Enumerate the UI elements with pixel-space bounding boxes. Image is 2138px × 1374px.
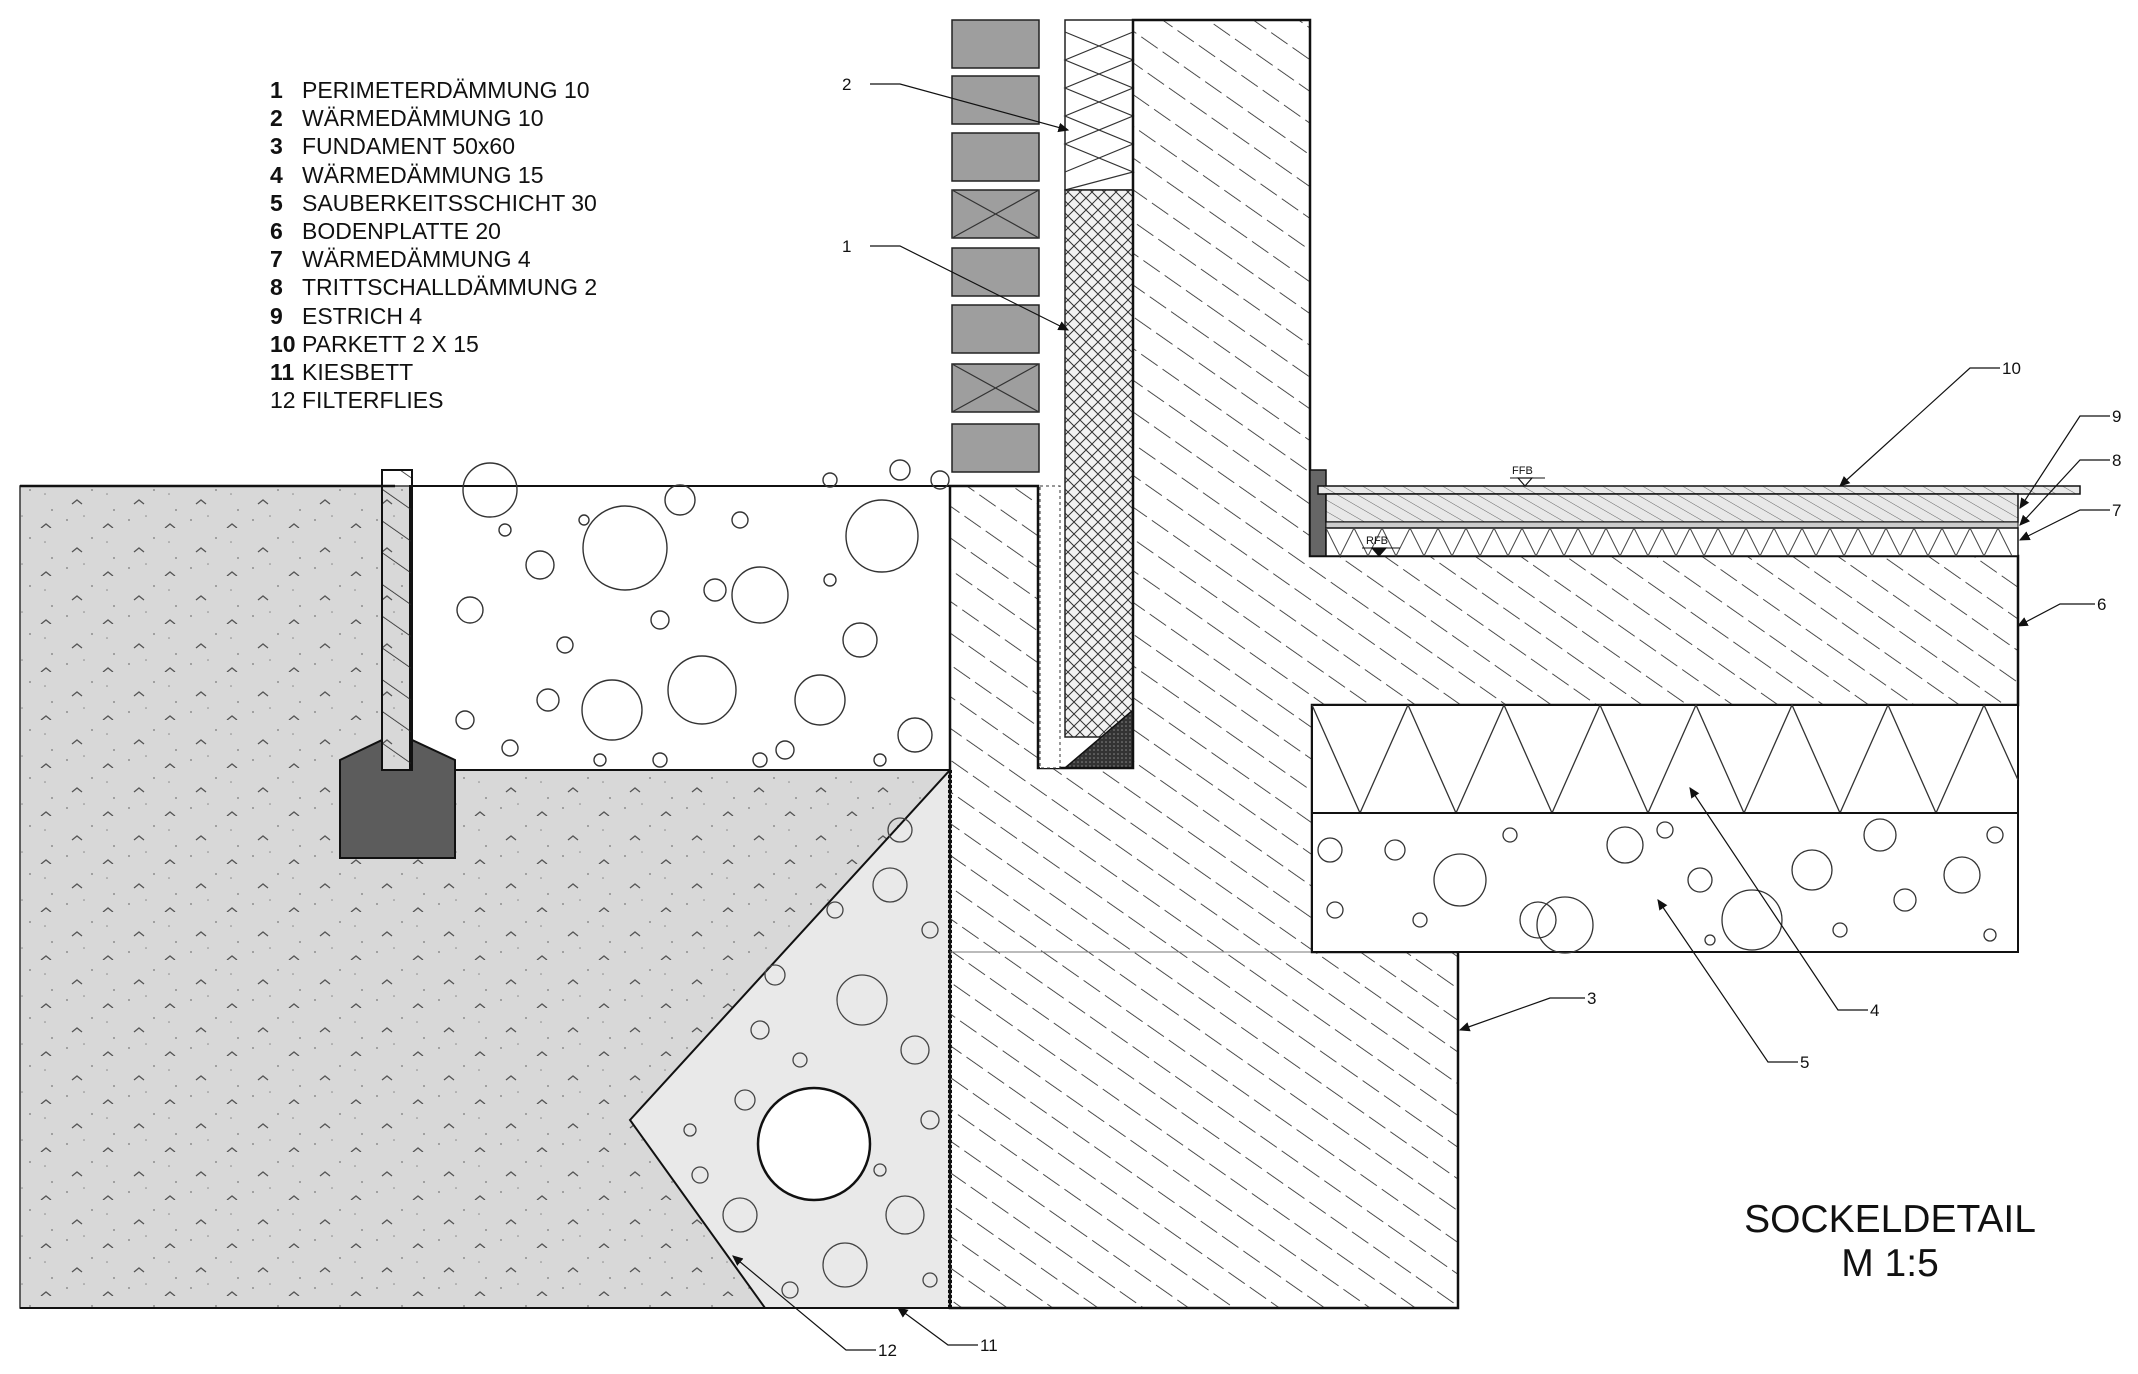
callout-numbers: 2 1 10 9 8 7 6 3 4 5 11 12 xyxy=(842,75,2121,1360)
callout-leaders xyxy=(732,83,2110,1351)
leader-5 xyxy=(1657,899,1798,1063)
blinding-layer xyxy=(1311,812,2019,954)
leader-10 xyxy=(1839,367,2000,487)
brick-facade xyxy=(951,19,1040,473)
leader-8 xyxy=(2019,459,2110,526)
callout-10: 10 xyxy=(2002,359,2021,378)
callout-6: 6 xyxy=(2097,595,2106,614)
soil xyxy=(19,484,950,1309)
callout-4: 4 xyxy=(1870,1001,1879,1020)
rfb-label: RFB xyxy=(1366,535,1388,547)
title-block: SOCKELDETAIL M 1:5 xyxy=(1700,1198,2080,1286)
gravel-backfill xyxy=(409,459,951,771)
leader-3 xyxy=(1458,997,1585,1032)
callout-3: 3 xyxy=(1587,989,1596,1008)
leader-12 xyxy=(732,1255,876,1351)
callout-12: 12 xyxy=(878,1341,897,1360)
callout-2: 2 xyxy=(842,75,851,94)
ffb-label: FFB xyxy=(1512,465,1533,477)
callout-1: 1 xyxy=(842,237,851,256)
leader-11 xyxy=(897,1307,978,1346)
level-mark-ffb: FFB xyxy=(1510,465,1545,487)
drain-pipe xyxy=(756,1086,872,1202)
callout-9: 9 xyxy=(2112,407,2121,426)
gravel-bed-drain xyxy=(628,767,952,1309)
perimeter-insulation xyxy=(1062,189,1134,769)
leader-2 xyxy=(870,83,1070,133)
leader-9 xyxy=(2019,415,2110,510)
callout-5: 5 xyxy=(1800,1053,1809,1072)
leader-4 xyxy=(1689,787,1868,1011)
drawing-scale: M 1:5 xyxy=(1841,1242,1939,1285)
thermal-insulation-wall xyxy=(1063,19,1135,191)
level-mark-rfb: RFB xyxy=(1362,535,1400,557)
callout-8: 8 xyxy=(2112,451,2121,470)
kerb-stone xyxy=(339,469,456,859)
callout-7: 7 xyxy=(2112,501,2121,520)
leader-7 xyxy=(2018,509,2110,541)
leader-1 xyxy=(870,245,1070,331)
floor-buildup xyxy=(1309,469,2081,558)
callout-11: 11 xyxy=(980,1336,998,1355)
leader-6 xyxy=(2016,603,2095,627)
drawing-title: SOCKELDETAIL xyxy=(1744,1198,2036,1241)
underslab-insulation xyxy=(1311,703,2019,815)
